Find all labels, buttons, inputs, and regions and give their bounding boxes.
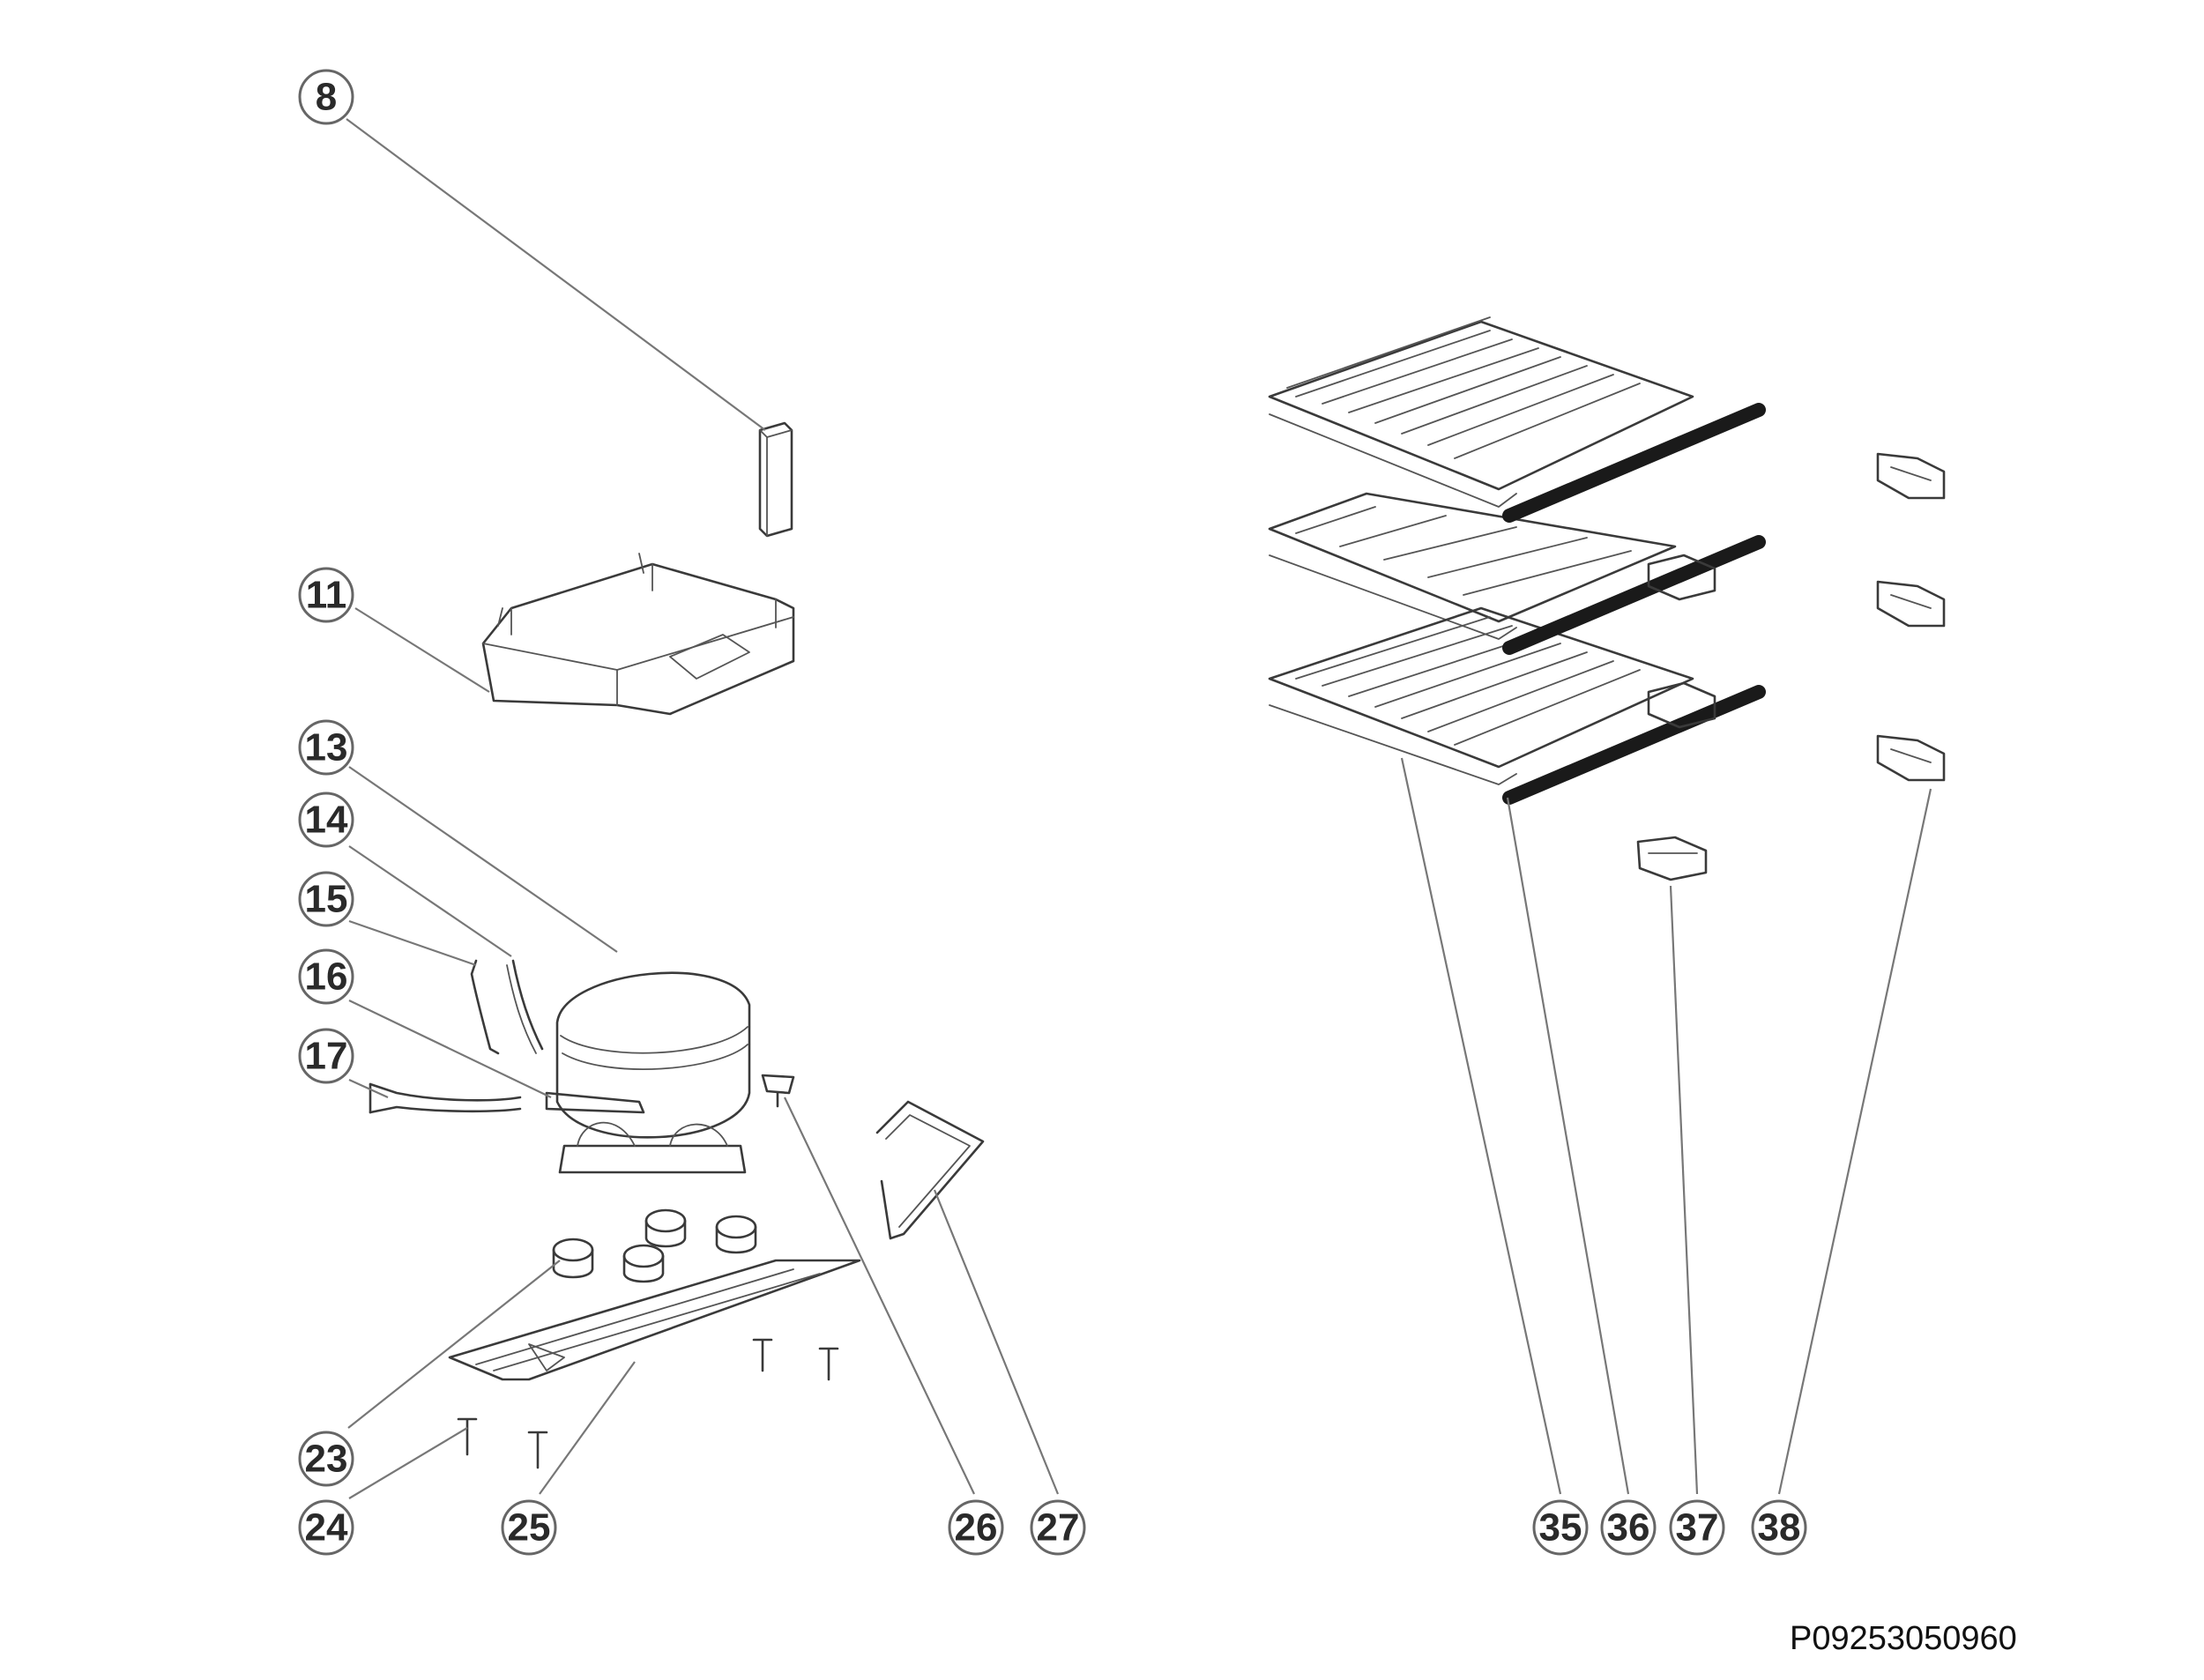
leader-lines — [346, 118, 1932, 1499]
svg-text:23: 23 — [305, 1438, 348, 1481]
svg-text:37: 37 — [1676, 1506, 1719, 1550]
part-23-grommets — [552, 1208, 757, 1283]
callout-37: 37 — [1669, 1499, 1725, 1556]
callout-27: 27 — [1030, 1499, 1086, 1556]
svg-text:36: 36 — [1607, 1506, 1650, 1550]
svg-text:26: 26 — [955, 1506, 998, 1550]
part-36-rods — [1502, 403, 1766, 805]
svg-text:27: 27 — [1037, 1506, 1080, 1550]
part-35-shelf-top — [1268, 316, 1694, 508]
part-17-power-cord — [369, 1082, 522, 1114]
callout-11: 11 — [298, 567, 354, 623]
svg-text:17: 17 — [305, 1035, 348, 1078]
callout-23: 23 — [298, 1431, 354, 1487]
svg-text:38: 38 — [1758, 1506, 1801, 1550]
callout-24: 24 — [298, 1499, 354, 1556]
svg-text:15: 15 — [305, 878, 348, 921]
part-16-relay — [545, 1091, 645, 1114]
part-37-hinges — [1636, 554, 1716, 881]
callout-17: 17 — [298, 1028, 354, 1084]
part-14-15-tubes — [470, 959, 544, 1055]
callout-13: 13 — [298, 719, 354, 776]
part-27-bent-pipe — [875, 1100, 985, 1240]
svg-text:35: 35 — [1539, 1506, 1582, 1550]
svg-text:25: 25 — [508, 1506, 551, 1550]
part-code-label: P09253050960 — [1790, 1620, 2017, 1657]
callout-14: 14 — [298, 792, 354, 848]
svg-text:13: 13 — [305, 726, 348, 769]
svg-text:8: 8 — [316, 76, 337, 119]
svg-text:16: 16 — [305, 955, 348, 999]
callout-8: 8 — [298, 69, 354, 125]
part-35-shelf-middle — [1268, 492, 1677, 640]
svg-text:11: 11 — [306, 574, 347, 617]
callout-36: 36 — [1600, 1499, 1657, 1556]
part-38-side-brackets — [1876, 452, 1946, 782]
part-25-base-plate — [448, 1259, 861, 1381]
part-35-shelf-bottom — [1268, 606, 1694, 785]
callout-26: 26 — [948, 1499, 1004, 1556]
svg-text:24: 24 — [305, 1506, 348, 1550]
part-13-compressor — [555, 971, 751, 1174]
part-8-block — [758, 421, 793, 538]
part-24-screws — [457, 1338, 839, 1469]
callout-35: 35 — [1532, 1499, 1589, 1556]
part-26-clip — [761, 1074, 795, 1108]
callout-16: 16 — [298, 948, 354, 1005]
callout-38: 38 — [1751, 1499, 1807, 1556]
svg-text:14: 14 — [305, 799, 348, 842]
callout-15: 15 — [298, 871, 354, 927]
callout-25: 25 — [501, 1499, 557, 1556]
part-11-bracket — [481, 553, 795, 716]
